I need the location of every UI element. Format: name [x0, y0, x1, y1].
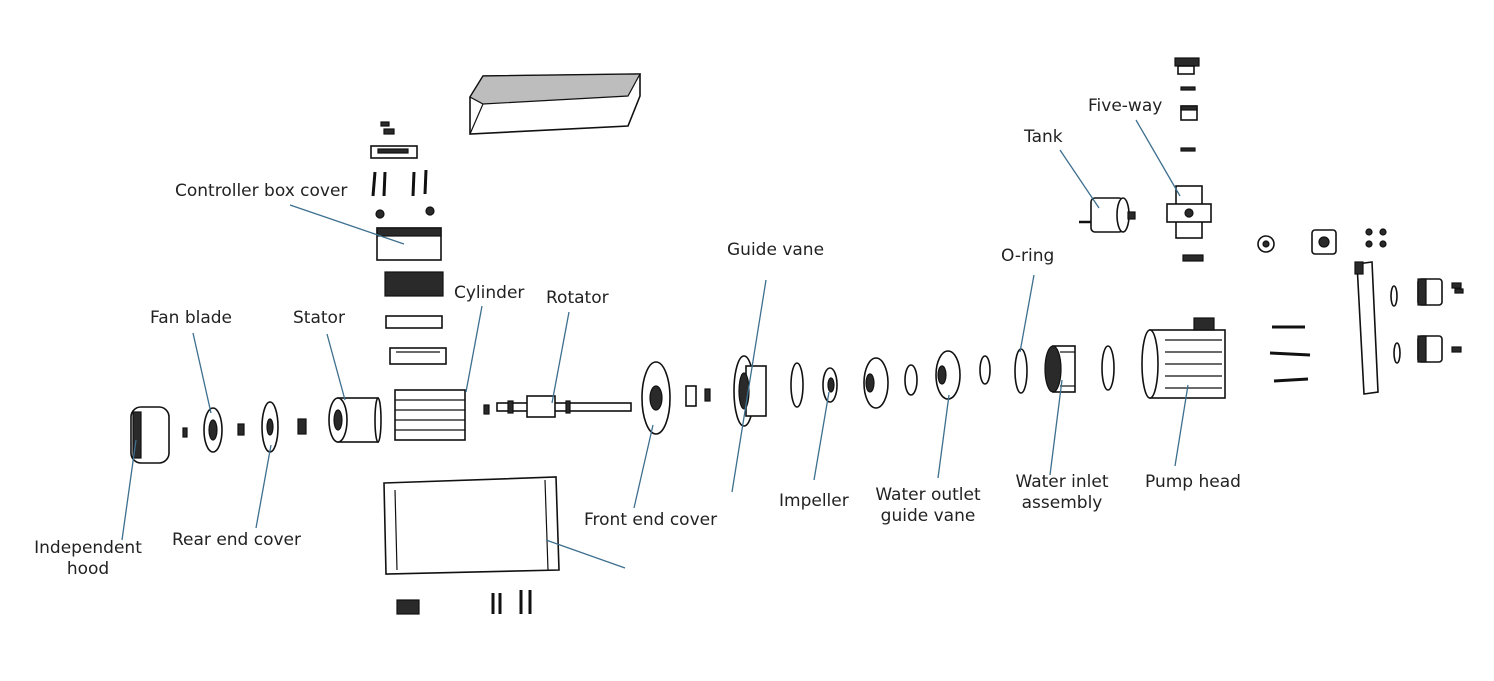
label-guide-vane: Guide vane: [727, 240, 825, 260]
label-water-inlet-assembly: Water inlet assembly: [1008, 472, 1116, 514]
label-five-way: Five-way: [1088, 96, 1163, 116]
label-stator: Stator: [293, 308, 345, 328]
stator-part: [328, 397, 382, 443]
label-independent-hood: Independent hood: [30, 538, 146, 580]
label-impeller: Impeller: [779, 491, 849, 511]
pump-bolts: [1269, 325, 1311, 383]
outlet-fittings: [1257, 228, 1464, 395]
rear-end-cover-part: [261, 401, 307, 453]
front-end-cover-part: [641, 361, 711, 435]
label-water-inlet-assembly-line1: Water inlet: [1015, 472, 1109, 492]
label-water-inlet-assembly-line2: assembly: [1021, 493, 1103, 513]
water-inlet-assembly-part: [1044, 345, 1076, 393]
water-outlet-guide-vane-part: [863, 350, 991, 409]
label-rotator: Rotator: [546, 288, 609, 308]
leader-lines: [121, 119, 1189, 569]
label-fan-blade: Fan blade: [150, 308, 232, 328]
label-independent-hood-line1: Independent: [34, 538, 142, 558]
label-cylinder: Cylinder: [454, 283, 525, 303]
label-water-outlet-guide-vane: Water outlet guide vane: [870, 485, 986, 527]
o-ring-part-3: [1101, 345, 1115, 391]
label-pump-head: Pump head: [1145, 472, 1241, 492]
label-water-outlet-guide-vane-line2: guide vane: [880, 506, 976, 526]
five-way-part: [1166, 57, 1212, 262]
label-independent-hood-line2: hood: [66, 559, 110, 579]
controller-parts: [370, 121, 447, 365]
rotator-part: [496, 395, 632, 418]
label-rear-end-cover: Rear end cover: [172, 530, 302, 550]
o-ring-part-1: [790, 362, 804, 408]
o-ring-part-2: [1014, 348, 1028, 394]
label-front-end-cover: Front end cover: [584, 510, 718, 530]
bottom-cover-part: [383, 476, 560, 615]
label-water-outlet-guide-vane-line1: Water outlet: [875, 485, 981, 505]
pump-head-part: [1141, 317, 1226, 399]
impeller-part: [822, 367, 838, 403]
label-o-ring: O-ring: [1001, 246, 1055, 266]
independent-hood-part: [130, 406, 188, 464]
fan-blade-part: [203, 407, 245, 453]
cylinder-part: [394, 389, 490, 441]
label-controller-box-cover: Controller box cover: [175, 181, 348, 201]
guide-vane-part: [733, 355, 767, 427]
top-cover-part: [469, 73, 642, 135]
tank-part: [1079, 197, 1136, 233]
label-tank: Tank: [1024, 127, 1063, 147]
